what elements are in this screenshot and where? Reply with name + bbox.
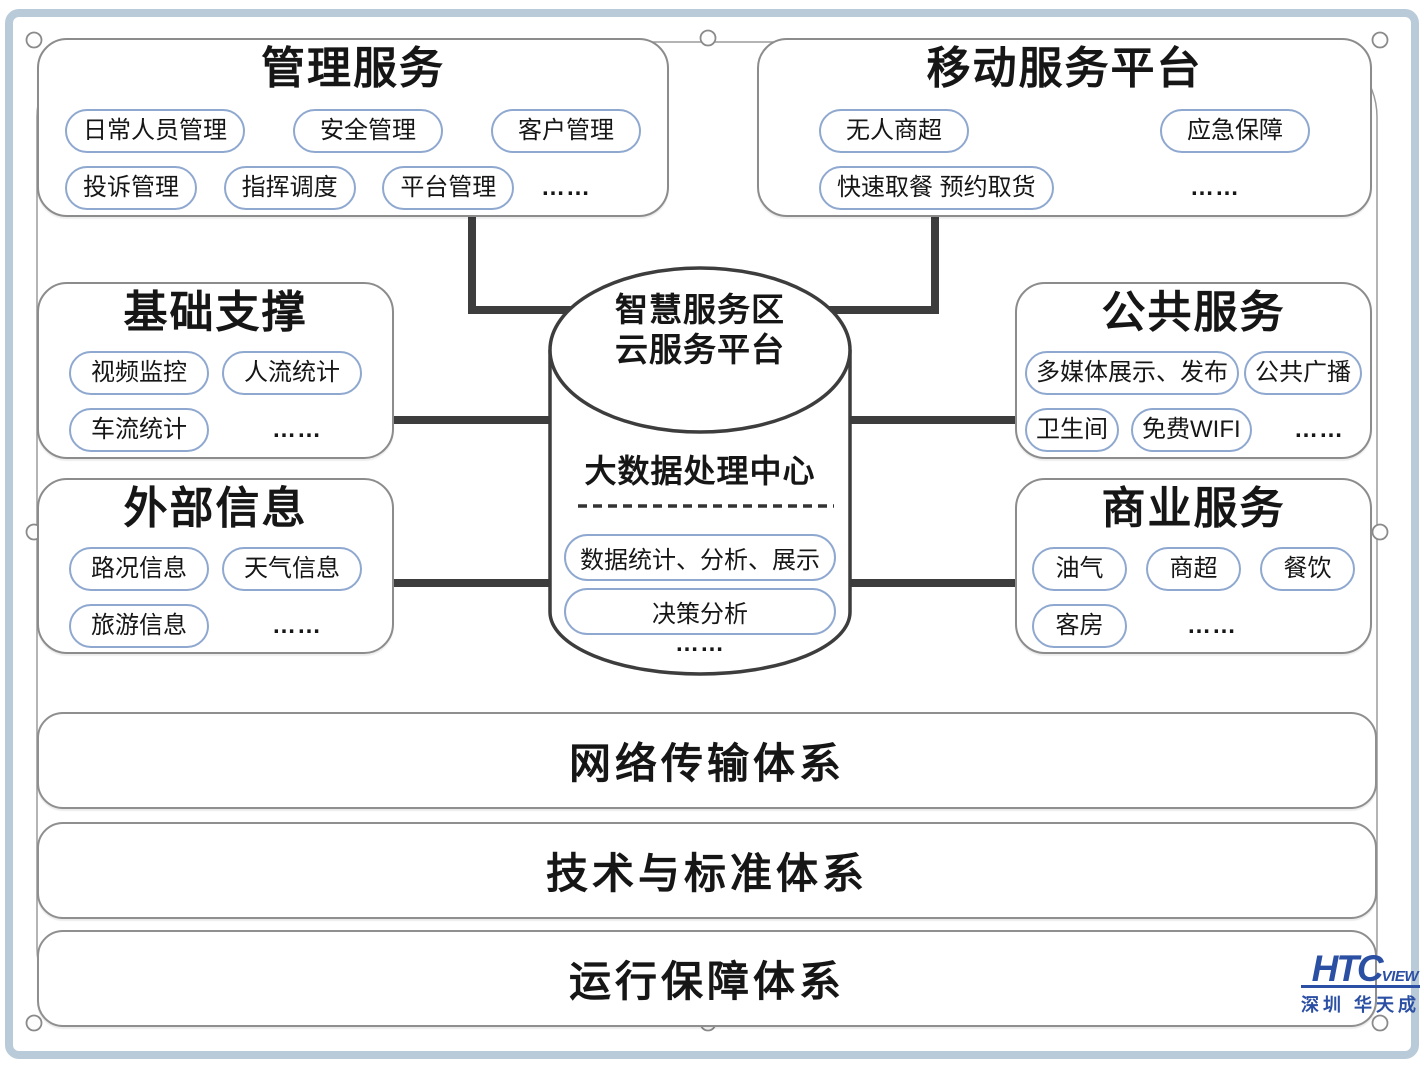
section-management-services: 管理服务 日常人员管理 安全管理 客户管理 投诉管理 指挥调度 平台管理 …… (37, 38, 669, 217)
logo-suffix-text: VIEW (1381, 968, 1419, 986)
section-title: 移动服务平台 (926, 44, 1203, 93)
ellipsis: …… (675, 630, 725, 657)
section-title: 基础支撑 (123, 288, 308, 337)
bar-network-transmission-system: 网络传输体系 (37, 712, 1377, 809)
pill-row: 快速取餐 预约取货 …… (819, 165, 1310, 210)
section-title: 商业服务 (1101, 484, 1286, 533)
pill-dining: 餐饮 (1260, 546, 1355, 591)
pill-data-statistics-analysis-display: 数据统计、分析、展示 (564, 534, 836, 581)
htcview-logo: HTC VIEW 深圳 华天成 (1300, 947, 1420, 1017)
connector-mobile-to-center (790, 212, 939, 314)
ellipsis: …… (1294, 415, 1344, 443)
section-title: 管理服务 (261, 44, 445, 93)
section-title: 外部信息 (123, 484, 308, 533)
pill-platform-management: 平台管理 (382, 165, 515, 210)
ellipsis: …… (540, 173, 591, 201)
pill-row: 卫生间 免费WIFI …… (1025, 407, 1362, 452)
ellipsis: …… (1190, 173, 1240, 201)
cloud-platform-title-line1: 智慧服务区 (615, 291, 785, 328)
handle-top-right-icon[interactable] (1371, 31, 1389, 49)
bar-operation-support-system: 运行保障体系 (37, 930, 1377, 1027)
pill-daily-staff-management: 日常人员管理 (65, 108, 245, 153)
handle-top-center-icon[interactable] (699, 29, 717, 47)
pill-guest-rooms: 客房 (1032, 603, 1127, 648)
ellipsis: …… (272, 611, 322, 639)
pill-row: 车流统计 …… (69, 407, 362, 452)
handle-top-left-icon[interactable] (25, 31, 43, 49)
pill-customer-management: 客户管理 (491, 108, 641, 153)
ellipsis: …… (1187, 611, 1237, 639)
pill-row: 旅游信息 …… (69, 603, 362, 648)
section-public-services: 公共服务 多媒体展示、发布 公共广播 卫生间 免费WIFI …… (1015, 282, 1372, 459)
handle-bottom-right-icon[interactable] (1371, 1014, 1389, 1032)
handle-bottom-left-icon[interactable] (25, 1014, 43, 1032)
pill-row: 视频监控 人流统计 (69, 350, 362, 395)
section-business-services: 商业服务 油气 商超 餐饮 客房 …… (1015, 478, 1372, 654)
pill-command-dispatch: 指挥调度 (223, 165, 356, 210)
pill-row: 油气 商超 餐饮 (1032, 546, 1355, 591)
pill-row: 客房 …… (1032, 603, 1355, 648)
pill-weather-info: 天气信息 (222, 546, 362, 591)
pill-row: 日常人员管理 安全管理 客户管理 (65, 108, 641, 153)
pill-oil-gas: 油气 (1032, 546, 1127, 591)
pill-traffic-stats: 车流统计 (69, 407, 209, 452)
cylinder-top (548, 266, 852, 434)
pill-pedestrian-stats: 人流统计 (222, 350, 362, 395)
logo-brand-text: HTC (1311, 947, 1384, 989)
pill-tourism-info: 旅游信息 (69, 603, 209, 648)
cloud-platform-title: 智慧服务区 云服务平台 (550, 290, 850, 371)
section-external-information: 外部信息 路况信息 天气信息 旅游信息 …… (37, 478, 394, 654)
section-title: 公共服务 (1101, 288, 1286, 337)
pill-free-wifi: 免费WIFI (1131, 407, 1252, 452)
section-basic-support: 基础支撑 视频监控 人流统计 车流统计 …… (37, 282, 394, 459)
logo-wordmark: HTC VIEW (1300, 947, 1420, 989)
pill-row: 多媒体展示、发布 公共广播 (1025, 350, 1362, 395)
pill-unmanned-store: 无人商超 (819, 108, 969, 153)
pill-complaint-management: 投诉管理 (65, 165, 197, 210)
pill-restroom: 卫生间 (1025, 407, 1119, 452)
pill-security-management: 安全管理 (293, 108, 443, 153)
bar-technology-standards-system: 技术与标准体系 (37, 822, 1377, 919)
pill-supermarket: 商超 (1146, 546, 1241, 591)
pill-decision-analysis: 决策分析 (564, 588, 836, 635)
cloud-platform-title-line2: 云服务平台 (615, 331, 785, 369)
pill-video-surveillance: 视频监控 (69, 350, 209, 395)
pill-quick-meal-pickup: 快速取餐 预约取货 (819, 165, 1054, 210)
pill-row: 无人商超 应急保障 (819, 108, 1310, 153)
section-mobile-service-platform: 移动服务平台 无人商超 应急保障 快速取餐 预约取货 …… (757, 38, 1372, 217)
pill-road-conditions: 路况信息 (69, 546, 209, 591)
pill-public-broadcast: 公共广播 (1244, 350, 1362, 395)
big-data-center-heading: 大数据处理中心 (584, 453, 816, 489)
pill-row: 路况信息 天气信息 (69, 546, 362, 591)
handle-middle-right-icon[interactable] (1371, 523, 1389, 541)
pill-row: 投诉管理 指挥调度 平台管理 …… (65, 165, 641, 210)
pill-emergency-support: 应急保障 (1160, 108, 1310, 153)
pill-multimedia-display: 多媒体展示、发布 (1025, 350, 1239, 395)
ellipsis: …… (272, 415, 322, 443)
logo-subtitle: 深圳 华天成 (1300, 995, 1420, 1015)
